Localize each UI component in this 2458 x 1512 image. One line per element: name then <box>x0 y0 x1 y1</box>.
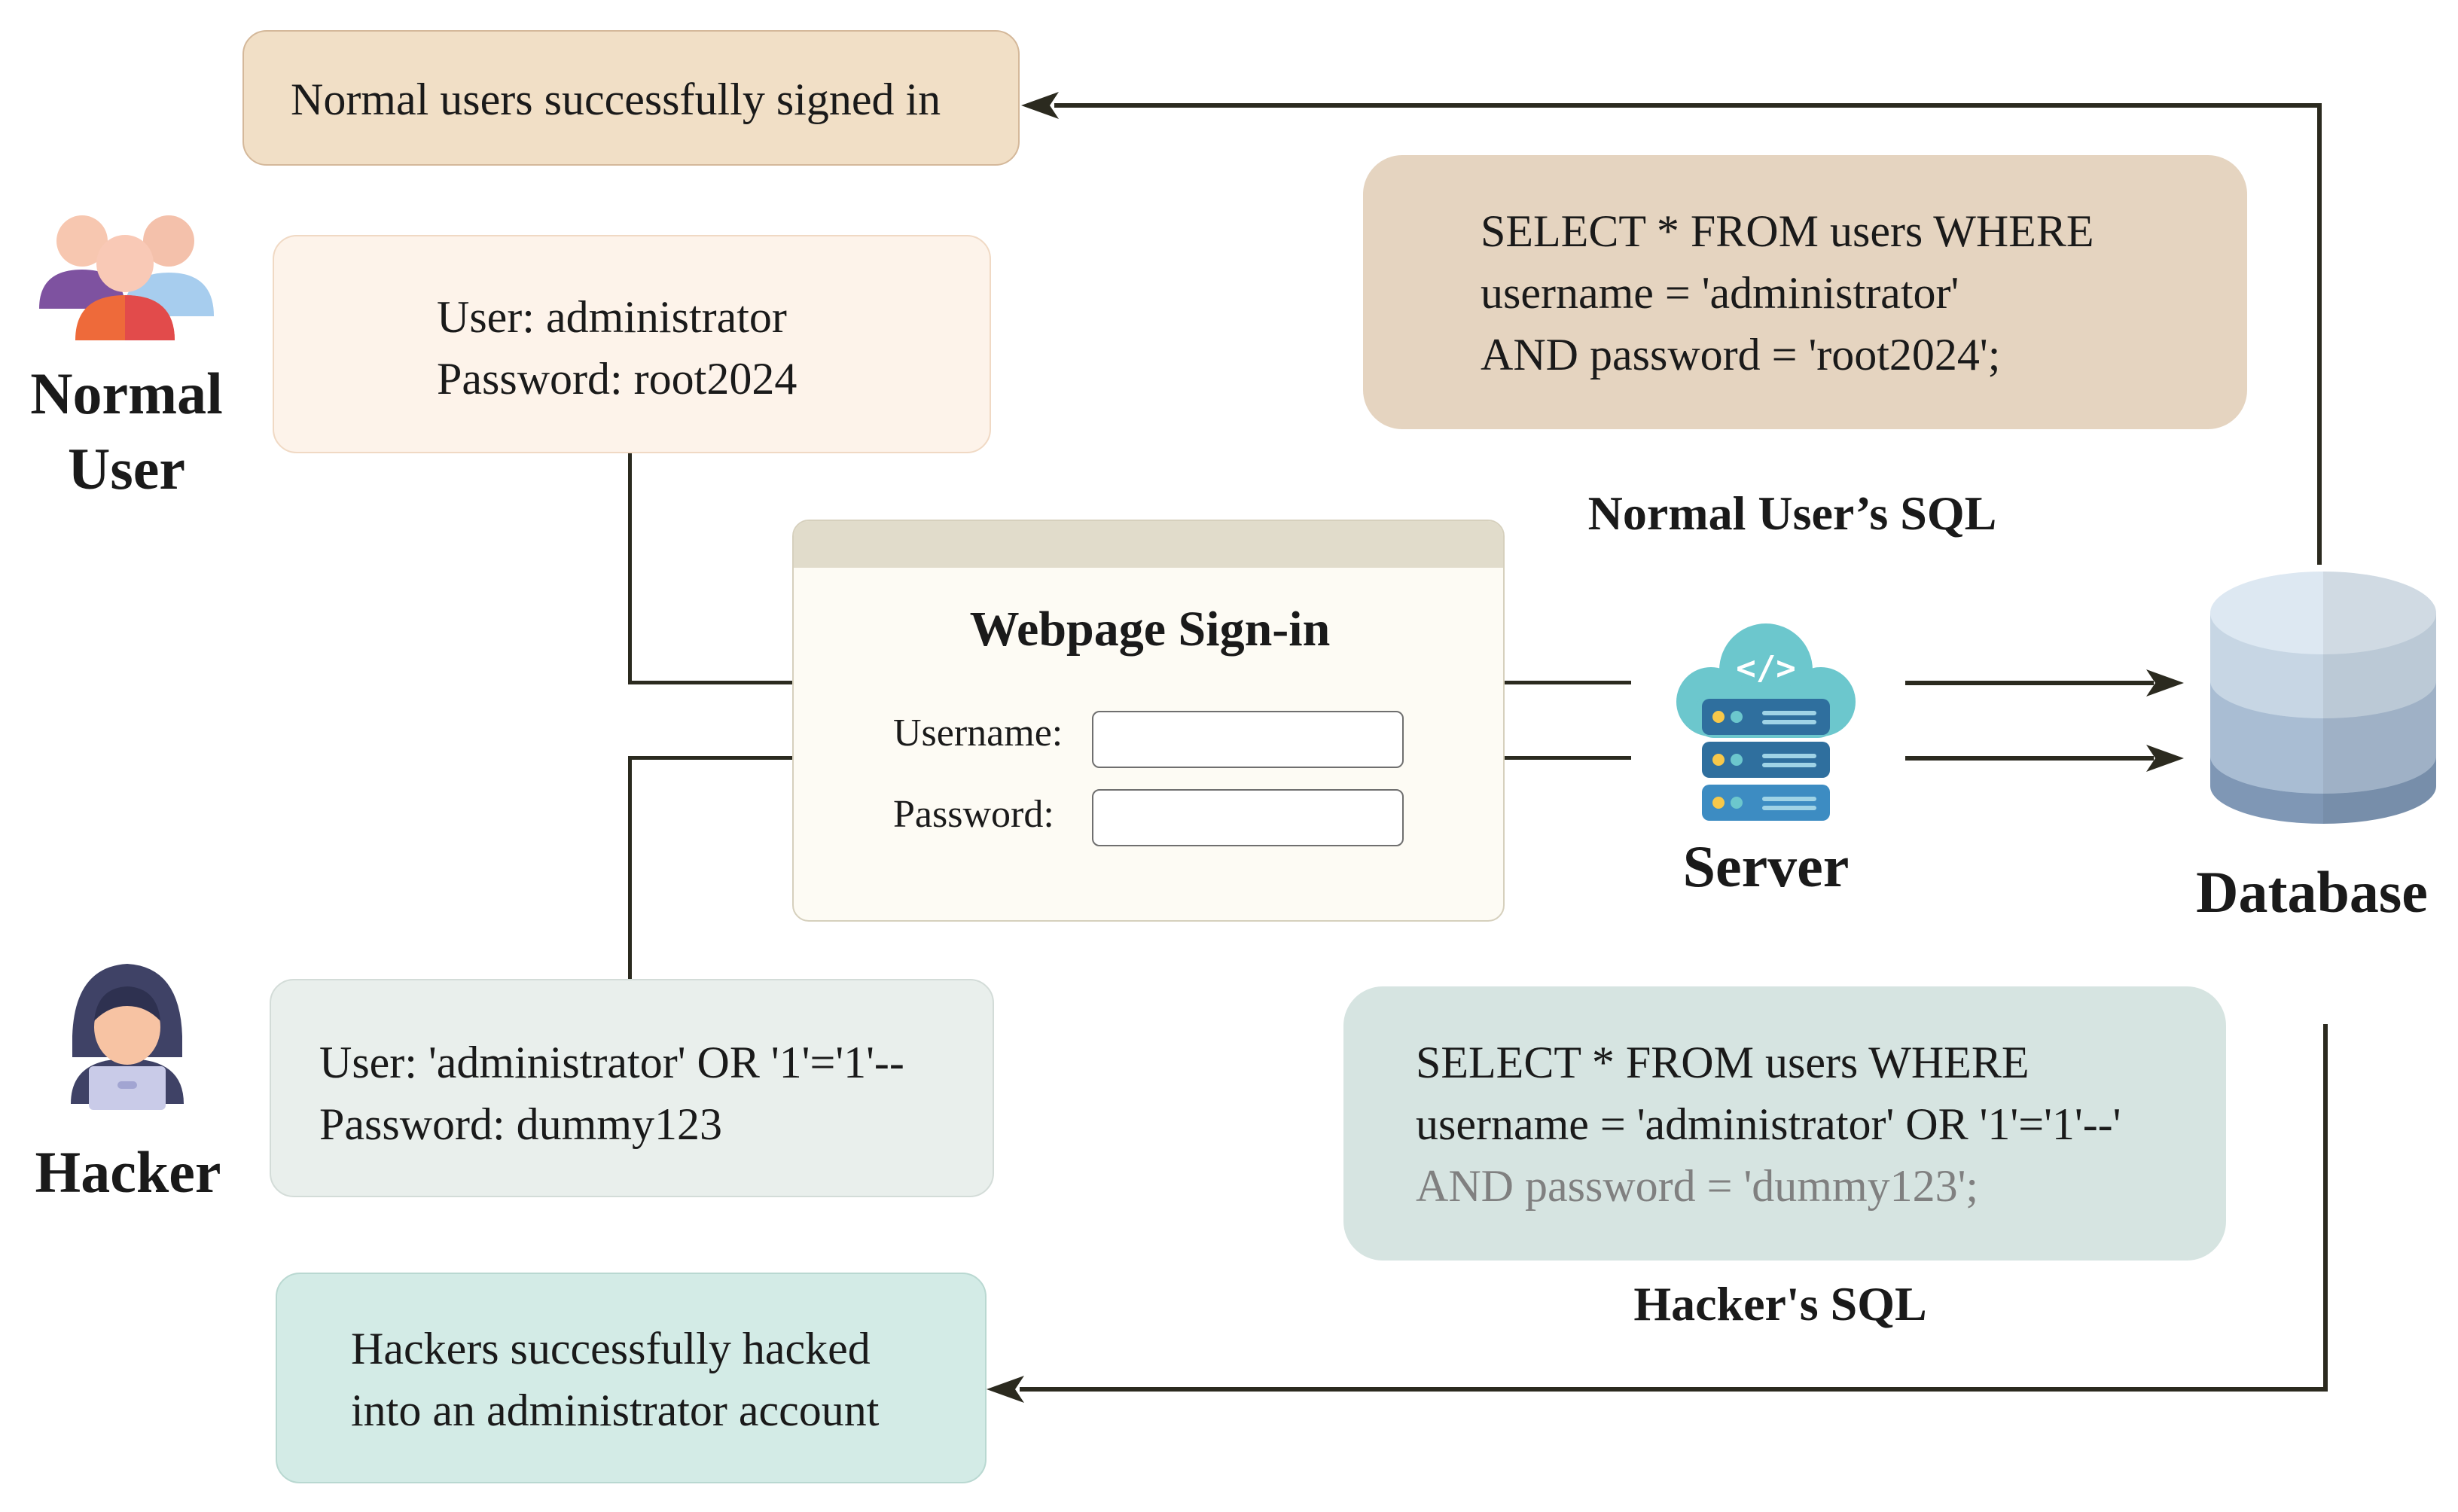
connector-hacker-credentials-up <box>628 756 632 979</box>
password-input[interactable] <box>1092 789 1404 846</box>
arrow-db-to-hacker-result-head <box>987 1376 1024 1403</box>
connector-normal-to-form <box>628 681 792 684</box>
normal-sql-box: SELECT * FROM users WHERE username = 'ad… <box>1363 155 2247 429</box>
hacker-credentials-user: User: 'administrator' OR '1'='1'-- <box>319 1038 904 1087</box>
signin-title: Webpage Sign-in <box>969 602 1331 657</box>
arrow-db-to-hacker-result <box>1020 1024 2328 1392</box>
normal-credentials-box: User: administrator Password: root2024 <box>273 235 991 453</box>
hacker-sql-caption: Hacker's SQL <box>1633 1277 1927 1331</box>
server-label: Server <box>1682 834 1850 899</box>
normal-credentials-password: Password: root2024 <box>437 354 797 404</box>
database-label: Database <box>2196 859 2428 925</box>
username-input[interactable] <box>1092 711 1404 768</box>
signin-browser-titlebar <box>794 521 1503 568</box>
hacker-success-line2: into an administrator account <box>351 1385 880 1435</box>
hacker-success-line1: Hackers successfully hacked <box>351 1324 871 1373</box>
arrow-server-to-db-top-head <box>2146 669 2184 697</box>
users-group-icon <box>33 211 214 346</box>
connector-form-to-server-top <box>1503 681 1631 684</box>
password-label: Password: <box>893 793 1054 836</box>
database-cylinder-icon <box>2206 560 2440 831</box>
connector-hacker-to-form <box>628 756 792 760</box>
normal-sql-line1: SELECT * FROM users WHERE <box>1481 206 2094 256</box>
hacker-sql-line1: SELECT * FROM users WHERE <box>1416 1038 2030 1087</box>
hacker-label: Hacker <box>35 1139 221 1205</box>
normal-user-label-line2: User <box>68 436 185 501</box>
hacker-credentials-password: Password: dummy123 <box>319 1099 723 1149</box>
hacker-success-box: Hackers successfully hacked into an admi… <box>276 1273 987 1483</box>
normal-success-box: Normal users successfully signed in <box>242 30 1020 166</box>
connector-form-to-server-bottom <box>1503 756 1631 760</box>
svg-text:</>: </> <box>1736 649 1795 687</box>
normal-credentials-user: User: administrator <box>437 292 787 342</box>
connector-normal-credentials-down <box>628 453 632 684</box>
hooded-hacker-icon <box>56 961 199 1111</box>
signin-browser-window: Webpage Sign-in Username: Password: <box>792 520 1505 922</box>
normal-sql-caption: Normal User’s SQL <box>1587 486 1997 540</box>
hacker-sql-line2: username = 'administrator' OR '1'='1'--' <box>1416 1099 2121 1149</box>
arrow-db-to-normal-result-head <box>1021 92 1059 119</box>
arrow-server-to-db-bottom-head <box>2146 745 2184 772</box>
normal-sql-line2: username = 'administrator' <box>1481 268 1959 318</box>
arrow-db-to-normal-result <box>1054 103 2322 565</box>
hacker-credentials-box: User: 'administrator' OR '1'='1'-- Passw… <box>270 979 994 1197</box>
normal-sql-line3: AND password = 'root2024'; <box>1481 330 2001 380</box>
hacker-sql-line3-commented: AND password = 'dummy123'; <box>1416 1161 1979 1211</box>
hacker-sql-box: SELECT * FROM users WHERE username = 'ad… <box>1343 986 2226 1261</box>
username-label: Username: <box>893 712 1063 754</box>
cloud-server-icon: </> <box>1664 617 1868 821</box>
normal-user-label-line1: Normal <box>30 361 223 426</box>
normal-success-text: Normal users successfully signed in <box>291 75 941 124</box>
